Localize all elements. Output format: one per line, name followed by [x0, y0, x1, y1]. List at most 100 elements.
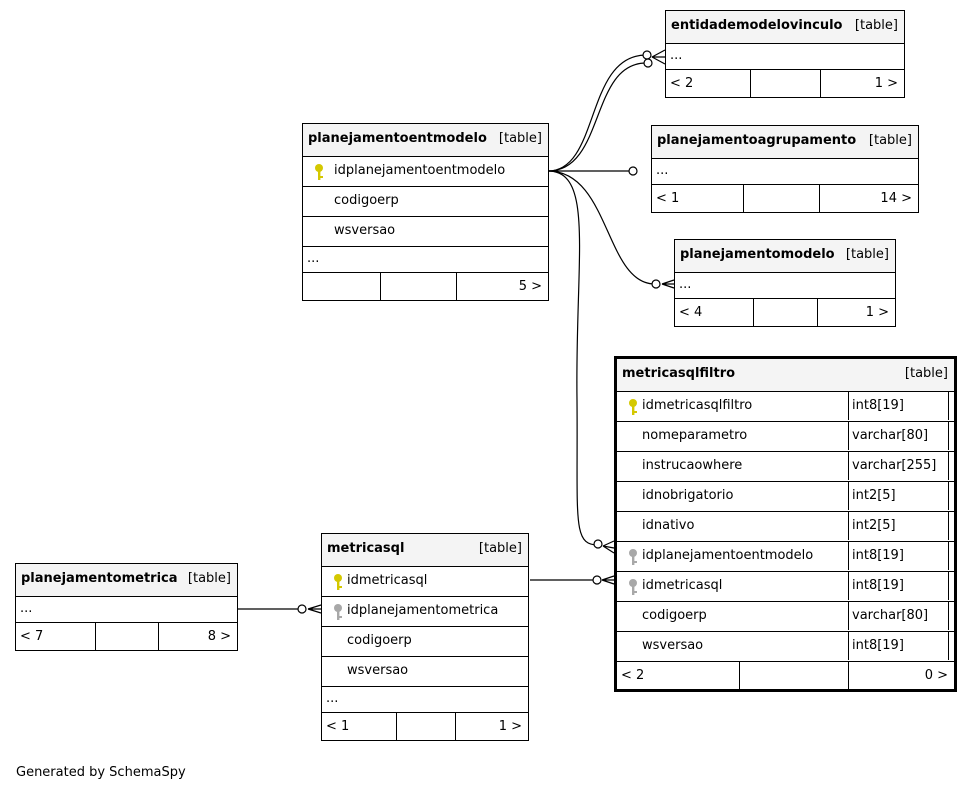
- parents-count[interactable]: [303, 273, 380, 300]
- column-name: idmetricasqlfiltro: [642, 398, 753, 413]
- generated-by-caption: Generated by SchemaSpy: [16, 765, 186, 780]
- column-row[interactable]: wsversao int8[19]: [617, 632, 954, 662]
- children-count[interactable]: 14 >: [880, 191, 912, 206]
- parents-count[interactable]: < 2: [621, 668, 645, 683]
- table-planejamentometrica[interactable]: planejamentometrica [table] ... < 7 8 >: [15, 563, 238, 651]
- rows-count: [743, 185, 820, 212]
- collapsed-columns: ...: [303, 247, 548, 273]
- parents-count[interactable]: < 7: [20, 629, 44, 644]
- column-name: wsversao: [347, 663, 409, 678]
- parents-count[interactable]: < 1: [656, 191, 680, 206]
- rows-count: [95, 623, 159, 650]
- column-name: idplanejamentoentmodelo: [642, 548, 814, 563]
- table-planejamentoagrupamento[interactable]: planejamentoagrupamento [table] ... < 1 …: [651, 125, 919, 213]
- column-name: idmetricasql: [347, 573, 428, 588]
- column-datatype: int2[5]: [848, 482, 949, 510]
- column-row[interactable]: idplanejamentoentmodelo int8[19]: [617, 542, 954, 572]
- edge-entmodelo-to-entidademodelovinculo-1: [547, 54, 647, 172]
- column-name: instrucaowhere: [642, 458, 743, 473]
- rows-count: [750, 70, 821, 97]
- ellipsis: ...: [20, 601, 33, 616]
- column-row[interactable]: wsversao: [322, 657, 528, 687]
- table-name: metricasqlfiltro: [622, 366, 736, 381]
- column-row[interactable]: idnobrigatorio int2[5]: [617, 482, 954, 512]
- column-name: idnativo: [642, 518, 695, 533]
- children-count[interactable]: 0 >: [848, 662, 954, 689]
- children-count[interactable]: 1 >: [874, 76, 898, 91]
- children-count[interactable]: 5 >: [518, 279, 542, 294]
- parents-count[interactable]: < 1: [326, 719, 350, 734]
- crowfoot-marker: [307, 604, 322, 614]
- column-row[interactable]: idmetricasqlfiltro int8[19]: [617, 392, 954, 422]
- table-metricasql[interactable]: metricasql [table] idmetricasql idplanej…: [321, 533, 529, 741]
- primary-key-icon: [334, 574, 342, 590]
- foreign-key-icon: [629, 549, 637, 565]
- foreign-key-icon: [334, 604, 342, 620]
- parents-count[interactable]: < 4: [679, 305, 703, 320]
- column-name: wsversao: [642, 638, 704, 653]
- column-datatype: int8[19]: [848, 572, 949, 600]
- table-footer: 5 >: [303, 273, 548, 300]
- column-name: codigoerp: [347, 633, 412, 648]
- table-name: metricasql: [327, 541, 405, 556]
- table-footer: < 1 1 >: [322, 713, 528, 740]
- table-footer: < 2 1 >: [666, 70, 904, 97]
- children-count[interactable]: 8 >: [207, 629, 231, 644]
- optional-marker: [642, 50, 652, 60]
- optional-marker: [592, 575, 602, 585]
- table-header: metricasqlfiltro [table]: [617, 359, 954, 392]
- column-row[interactable]: codigoerp varchar[80]: [617, 602, 954, 632]
- column-row[interactable]: instrucaowhere varchar[255]: [617, 452, 954, 482]
- collapsed-columns: ...: [675, 273, 895, 299]
- column-row[interactable]: nomeparametro varchar[80]: [617, 422, 954, 452]
- rows-count: [739, 662, 848, 689]
- ellipsis: ...: [670, 48, 683, 63]
- column-row[interactable]: idmetricasql int8[19]: [617, 572, 954, 602]
- collapsed-columns: ...: [16, 597, 237, 623]
- column-row[interactable]: idmetricasql: [322, 567, 528, 597]
- crowfoot-marker: [651, 49, 666, 65]
- column-row[interactable]: codigoerp: [303, 187, 548, 217]
- column-row[interactable]: codigoerp: [322, 627, 528, 657]
- table-footer: < 7 8 >: [16, 623, 237, 650]
- rows-count: [396, 713, 456, 740]
- column-name: codigoerp: [334, 193, 399, 208]
- column-datatype: varchar[80]: [848, 602, 949, 630]
- table-header: planejamentomodelo [table]: [675, 240, 895, 273]
- ellipsis: ...: [656, 163, 669, 178]
- table-planejamentoentmodelo[interactable]: planejamentoentmodelo [table] idplanejam…: [302, 123, 549, 301]
- optional-marker: [628, 166, 638, 176]
- table-name: entidademodelovinculo: [671, 18, 843, 33]
- ellipsis: ...: [326, 691, 339, 706]
- table-type: [table]: [478, 541, 522, 556]
- table-planejamentomodelo[interactable]: planejamentomodelo [table] ... < 4 1 >: [674, 239, 896, 327]
- children-count[interactable]: 1 >: [498, 719, 522, 734]
- table-type: [table]: [868, 133, 912, 148]
- column-datatype: int8[19]: [848, 392, 949, 420]
- column-row[interactable]: idplanejamentoentmodelo: [303, 157, 548, 187]
- table-type: [table]: [498, 131, 542, 146]
- table-metricasqlfiltro[interactable]: metricasqlfiltro [table] idmetricasqlfil…: [614, 356, 957, 692]
- optional-marker: [643, 58, 653, 68]
- primary-key-icon: [315, 164, 323, 180]
- edge-entmodelo-to-metricasqlfiltro: [547, 170, 599, 546]
- children-count[interactable]: 1 >: [865, 305, 889, 320]
- column-name: idnobrigatorio: [642, 488, 734, 503]
- column-name: idmetricasql: [642, 578, 723, 593]
- table-footer: < 4 1 >: [675, 299, 895, 326]
- primary-key-icon: [629, 399, 637, 415]
- column-row[interactable]: wsversao: [303, 217, 548, 247]
- column-name: codigoerp: [642, 608, 707, 623]
- column-row[interactable]: idplanejamentometrica: [322, 597, 528, 627]
- column-row[interactable]: idnativo int2[5]: [617, 512, 954, 542]
- table-entidademodelovinculo[interactable]: entidademodelovinculo [table] ... < 2 1 …: [665, 10, 905, 98]
- ellipsis: ...: [679, 277, 692, 292]
- column-name: wsversao: [334, 223, 396, 238]
- table-name: planejamentoagrupamento: [657, 133, 857, 148]
- table-type: [table]: [187, 571, 231, 586]
- table-footer: < 2 0 >: [617, 662, 954, 689]
- table-name: planejamentomodelo: [680, 247, 835, 262]
- parents-count[interactable]: < 2: [670, 76, 694, 91]
- column-datatype: int2[5]: [848, 512, 949, 540]
